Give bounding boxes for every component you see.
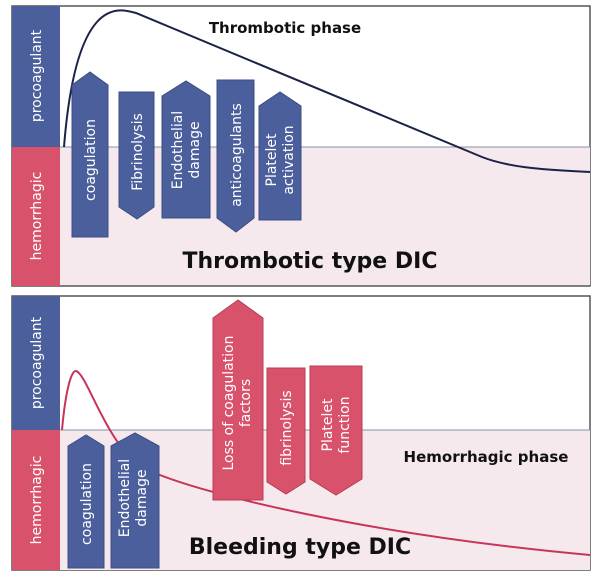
panel-thrombotic: procoagulant hemorrhagic Thrombotic phas… xyxy=(11,5,591,287)
factor-platelet-activation-top: Plateletactivation xyxy=(258,91,302,221)
panel-bleeding: procoagulant hemorrhagic coagulation End… xyxy=(11,295,591,571)
hemorrhagic-label-top: hemorrhagic xyxy=(29,172,45,261)
thrombotic-phase-label: Thrombotic phase xyxy=(209,19,361,37)
factor-label: Fibrinolysis xyxy=(130,113,146,191)
factor-label: fibrinolysis xyxy=(279,390,295,465)
factor-anticoagulants-top: anticoagulants xyxy=(216,79,255,233)
factor-label: coagulation xyxy=(79,463,95,545)
factor-label: Plateletfunction xyxy=(320,396,353,453)
factor-endothelial-damage-top: Endothelialdamage xyxy=(161,80,211,219)
factor-fibrinolysis-bottom: fibrinolysis xyxy=(266,367,306,495)
procoagulant-axis-box-bottom xyxy=(12,296,60,430)
hemorrhagic-axis-box-bottom xyxy=(12,430,60,570)
factor-endothelial-damage-bottom: Endothelialdamage xyxy=(110,432,160,569)
hemorrhagic-axis-box-top xyxy=(12,147,60,286)
panel-title-bleeding: Bleeding type DIC xyxy=(189,535,411,560)
factor-label: Plateletactivation xyxy=(264,125,297,194)
factor-label: Endothelialdamage xyxy=(170,111,203,189)
thrombotic-curve xyxy=(63,9,591,173)
procoagulant-label-top: procoagulant xyxy=(29,29,45,122)
hemorrhagic-phase-label: Hemorrhagic phase xyxy=(404,448,569,466)
factor-fibrinolysis-top: Fibrinolysis xyxy=(118,91,155,220)
procoagulant-label-bottom: procoagulant xyxy=(29,316,45,409)
factor-loss-of-coagulation-factors: Loss of coagulationfactors xyxy=(212,299,264,501)
panel-title-thrombotic: Thrombotic type DIC xyxy=(183,249,438,274)
factor-label: Loss of coagulationfactors xyxy=(221,336,254,471)
factor-label: coagulation xyxy=(83,119,99,201)
hemorrhagic-label-bottom: hemorrhagic xyxy=(29,456,45,545)
factor-platelet-function-bottom: Plateletfunction xyxy=(309,365,363,496)
factor-label: anticoagulants xyxy=(229,103,245,207)
factor-label: Endothelialdamage xyxy=(117,459,150,537)
procoagulant-axis-box-top xyxy=(12,6,60,147)
factor-coagulation-bottom: coagulation xyxy=(67,434,105,569)
factor-coagulation-top: coagulation xyxy=(71,71,109,238)
